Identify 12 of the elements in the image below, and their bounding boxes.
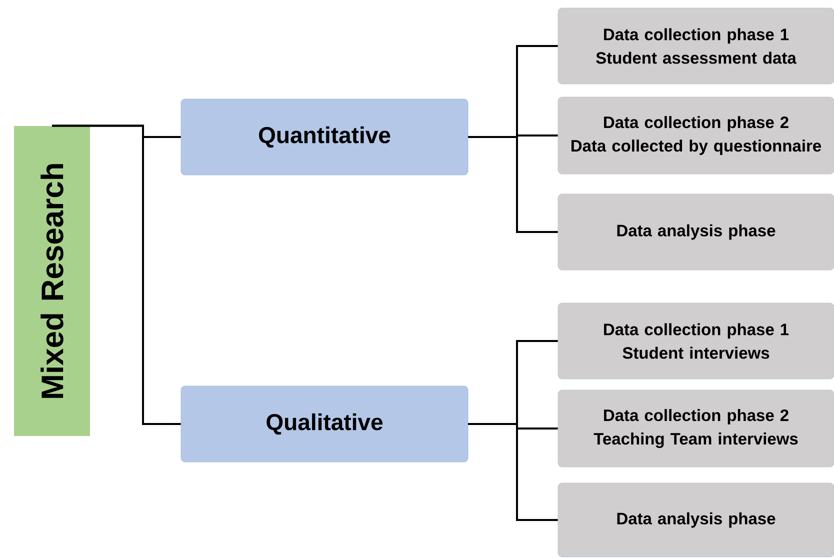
phase-box: Data collection phase 2 Teaching Team interviews [558,390,834,468]
root-box: Mixed Research [14,126,90,436]
phase-box: Data collection phase 1 Student interviews [558,302,834,380]
phase-box: Data collection phase 2 Data collected by questionnaire [558,96,834,174]
connector [468,136,558,233]
phase-box: Data collection phase 1 Student assessment data [558,8,834,84]
connector [468,423,558,521]
phase-box: Data analysis phase [558,482,834,558]
category-box: Quantitative [180,98,468,176]
category-box: Qualitative [180,386,468,462]
phase-box: Data analysis phase [558,194,834,270]
connector [52,124,181,425]
